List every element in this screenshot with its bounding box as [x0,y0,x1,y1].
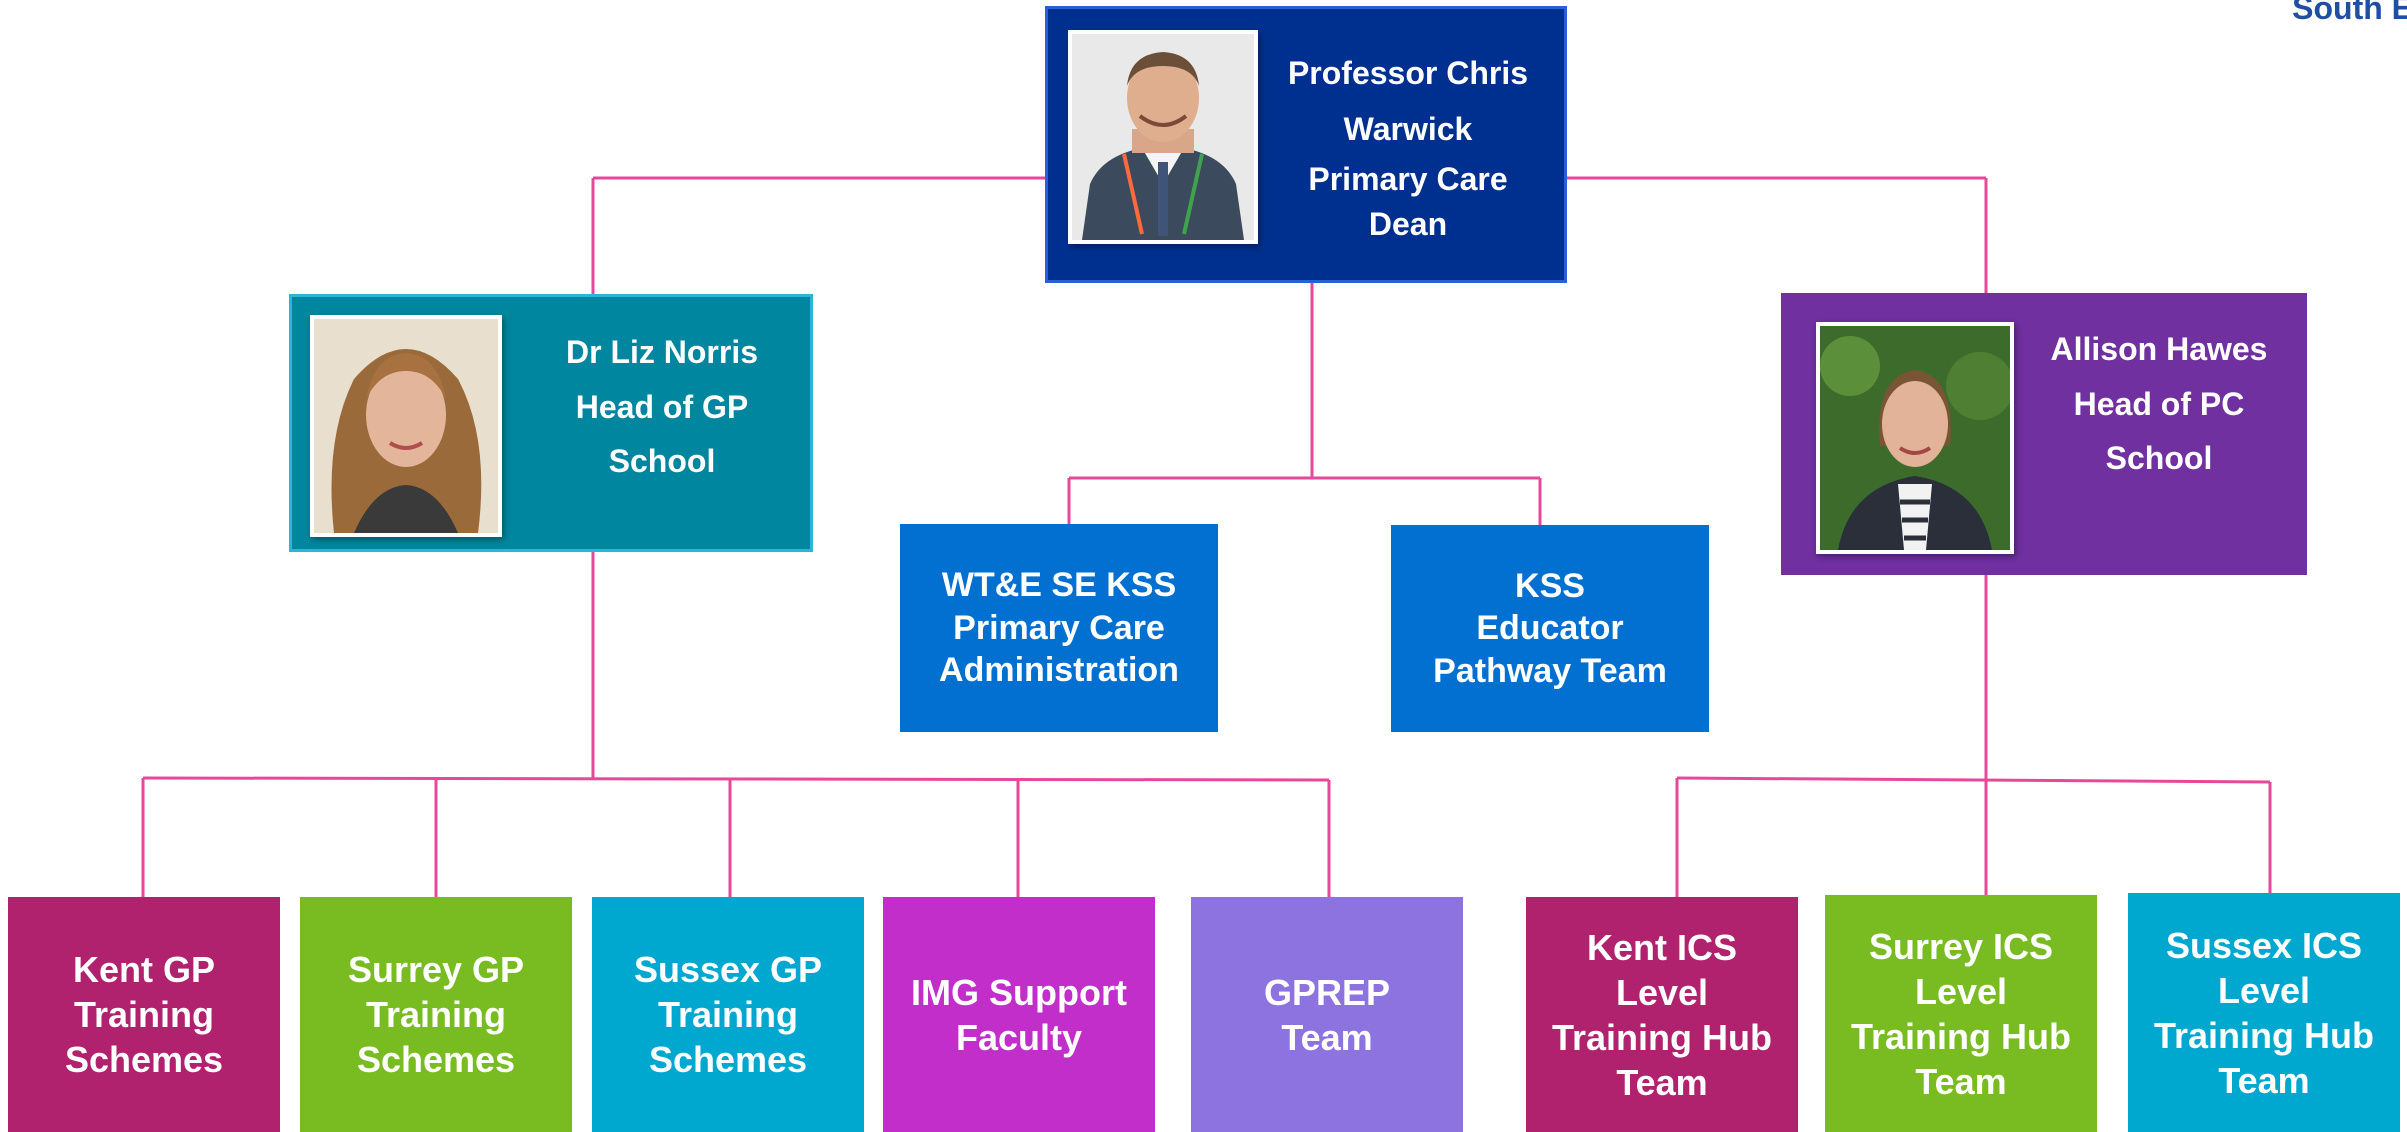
dean-line-3: Primary Care [1308,160,1508,197]
admin-0-line-3: Administration [939,651,1179,690]
team-sussex-ics-line-3: Training Hub [2154,1014,2374,1056]
team-kent-ics[interactable]: Kent ICS Level Training Hub Team [1526,897,1798,1132]
team-img-support-line-2: Faculty [955,1016,1083,1058]
gp-head-name-block: Dr Liz Norris Head of GP School [527,317,797,497]
dean-photo [1068,30,1258,244]
team-kent-gp-line-3: Schemes [64,1039,224,1080]
gp-head-photo [310,315,502,537]
admin-0-line-2: Primary Care [953,608,1165,647]
person-photo-icon [1820,326,2010,550]
team-sussex-gp[interactable]: Sussex GP Training Schemes [592,897,864,1132]
team-kent-ics-line-3: Training Hub [1552,1016,1772,1058]
pc-head-line-2: Head of PC [2073,385,2245,422]
gp-head-line-2: Head of GP [575,388,749,425]
admin-box-educator-pathway[interactable]: KSS Educator Pathway Team [1391,525,1709,732]
team-gprep[interactable]: GPREP Team [1191,897,1463,1132]
person-photo-icon [1072,34,1254,240]
dean-card[interactable]: Professor Chris Warwick Primary Care Dea… [1045,6,1567,283]
team-sussex-ics-line-2: Level [2217,969,2311,1011]
team-surrey-ics-line-4: Team [1915,1060,2007,1102]
team-sussex-ics[interactable]: Sussex ICS Level Training Hub Team [2128,893,2400,1132]
team-kent-ics-line-1: Kent ICS [1586,926,1737,968]
team-sussex-gp-line-3: Schemes [648,1039,808,1080]
header-corner-text: South E [2292,0,2407,26]
pc-head-line-1: Allison Hawes [2050,331,2268,368]
gp-head-line-3: School [608,443,716,480]
team-sussex-ics-line-1: Sussex ICS [2165,924,2363,966]
connector-line [142,776,1330,782]
admin-1-line-1: KSS [1515,566,1585,605]
pc-head-photo [1816,322,2014,554]
team-kent-gp[interactable]: Kent GP Training Schemes [8,897,280,1132]
team-kent-gp-line-1: Kent GP [72,949,215,990]
pc-head-line-3: School [2105,440,2213,477]
team-gprep-line-1: GPREP [1263,971,1391,1013]
admin-1-line-2: Educator [1476,609,1624,648]
team-sussex-ics-line-4: Team [2218,1059,2310,1101]
team-gprep-line-2: Team [1281,1016,1373,1058]
admin-box-primary-care[interactable]: WT&E SE KSS Primary Care Administration [900,524,1218,732]
team-sussex-gp-line-1: Sussex GP [633,949,823,990]
connector-line [1676,776,2271,784]
person-photo-icon [314,319,498,533]
pc-head-name-block: Allison Hawes Head of PC School [2029,314,2289,494]
gp-head-card[interactable]: Dr Liz Norris Head of GP School [289,294,813,552]
team-surrey-ics-line-3: Training Hub [1851,1015,2071,1057]
dean-name-block: Professor Chris Warwick Primary Care Dea… [1273,23,1543,268]
pc-head-card[interactable]: Allison Hawes Head of PC School [1781,293,2307,575]
dean-line-2: Warwick [1343,110,1473,147]
team-surrey-ics-line-2: Level [1914,970,2008,1012]
dean-line-1: Professor Chris [1287,54,1529,91]
team-img-support[interactable]: IMG Support Faculty [883,897,1155,1132]
team-surrey-gp-line-3: Schemes [356,1039,516,1080]
team-kent-gp-line-2: Training [73,994,214,1035]
admin-1-line-3: Pathway Team [1433,651,1667,690]
admin-0-line-1: WT&E SE KSS [941,566,1177,605]
dean-line-4: Dean [1368,205,1448,242]
team-sussex-gp-line-2: Training [657,994,798,1035]
team-surrey-gp[interactable]: Surrey GP Training Schemes [300,897,572,1132]
gp-head-line-1: Dr Liz Norris [565,334,759,371]
team-kent-ics-line-2: Level [1615,971,1709,1013]
team-surrey-gp-line-2: Training [365,994,506,1035]
team-surrey-ics-line-1: Surrey ICS [1868,925,2054,967]
team-kent-ics-line-4: Team [1616,1061,1708,1103]
team-img-support-line-1: IMG Support [911,971,1127,1013]
team-surrey-gp-line-1: Surrey GP [347,949,525,990]
team-surrey-ics[interactable]: Surrey ICS Level Training Hub Team [1825,895,2097,1132]
